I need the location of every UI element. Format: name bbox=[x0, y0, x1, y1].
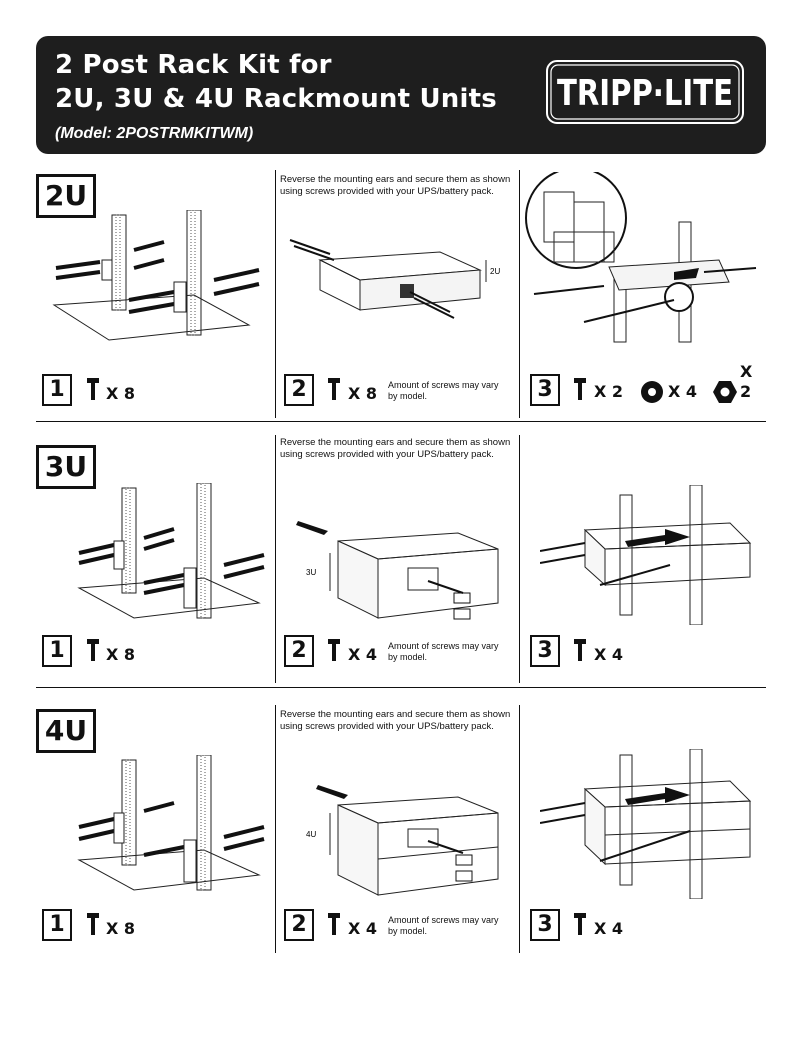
support-url[interactable]: www.tripplite.com/support bbox=[580, 166, 719, 178]
step-3-illustration bbox=[540, 749, 752, 899]
section-2u: 2U Reverse the mounting ears and secure … bbox=[36, 170, 766, 418]
divider bbox=[519, 705, 520, 953]
size-label-4u: 4U bbox=[36, 709, 96, 753]
screw-quantity: X 4 bbox=[348, 645, 378, 664]
screw-quantity: X 2 bbox=[594, 382, 624, 401]
screw-quantity: X 8 bbox=[106, 645, 136, 664]
step-2-instructions: Reverse the mounting ears and secure the… bbox=[280, 437, 511, 460]
screw-quantity: X 8 bbox=[348, 384, 378, 403]
screw-quantity: X 4 bbox=[348, 919, 378, 938]
washer-quantity: X 4 bbox=[668, 382, 698, 401]
section-3u: 3U Reverse the mounting ears and secure … bbox=[36, 435, 766, 683]
screw-icon bbox=[328, 913, 340, 935]
screw-icon bbox=[574, 639, 586, 661]
divider bbox=[519, 170, 520, 418]
screw-icon bbox=[574, 913, 586, 935]
step-3-illustration bbox=[525, 172, 757, 343]
nut-quantity: X 2 bbox=[740, 362, 753, 401]
screw-quantity: X 4 bbox=[594, 645, 624, 664]
divider bbox=[275, 705, 276, 953]
washer-icon bbox=[641, 381, 663, 403]
screw-quantity: X 4 bbox=[594, 919, 624, 938]
screw-icon bbox=[574, 378, 586, 400]
screw-quantity: X 8 bbox=[106, 384, 136, 403]
svg-text:4U: 4U bbox=[306, 830, 316, 839]
section-divider bbox=[36, 687, 766, 688]
step-number: 1 bbox=[42, 374, 72, 406]
step-number: 1 bbox=[42, 909, 72, 941]
divider bbox=[275, 435, 276, 683]
screw-icon bbox=[87, 639, 99, 661]
screw-amount-note: Amount of screws may vary by model. bbox=[388, 380, 499, 401]
document-title: 2 Post Rack Kit for 2U, 3U & 4U Rackmoun… bbox=[55, 48, 497, 116]
screw-quantity: X 8 bbox=[106, 919, 136, 938]
size-label-3u: 3U bbox=[36, 445, 96, 489]
screw-amount-note: Amount of screws may vary by model. bbox=[388, 915, 499, 936]
divider bbox=[275, 170, 276, 418]
screw-icon bbox=[87, 378, 99, 400]
svg-text:2U: 2U bbox=[490, 267, 500, 276]
step-3-illustration bbox=[540, 485, 752, 625]
step-number: 2 bbox=[284, 374, 314, 406]
step-number: 2 bbox=[284, 635, 314, 667]
step-2-instructions: Reverse the mounting ears and secure the… bbox=[280, 709, 511, 732]
step-1-illustration bbox=[77, 483, 265, 619]
svg-text:3U: 3U bbox=[306, 568, 316, 577]
hex-nut-icon bbox=[713, 381, 737, 403]
header-banner: 2 Post Rack Kit for 2U, 3U & 4U Rackmoun… bbox=[36, 36, 766, 178]
step-number: 3 bbox=[530, 635, 560, 667]
step-1-illustration bbox=[77, 755, 265, 891]
size-label-2u: 2U bbox=[36, 174, 96, 218]
title-line-2: 2U, 3U & 4U Rackmount Units bbox=[55, 84, 497, 114]
tripp-lite-logo: TRIPP·LITE bbox=[546, 60, 744, 124]
screw-icon bbox=[328, 378, 340, 400]
title-line-1: 2 Post Rack Kit for bbox=[55, 50, 332, 80]
step-number: 3 bbox=[530, 909, 560, 941]
model-number: (Model: 2POSTRMKITWM) bbox=[55, 125, 254, 142]
step-1-illustration bbox=[52, 210, 260, 341]
section-4u: 4U Reverse the mounting ears and secure … bbox=[36, 705, 766, 953]
screw-amount-note: Amount of screws may vary by model. bbox=[388, 641, 499, 662]
step-2-instructions: Reverse the mounting ears and secure the… bbox=[280, 174, 511, 197]
svg-text:TRIPP·LITE: TRIPP·LITE bbox=[557, 73, 733, 114]
section-divider bbox=[36, 421, 766, 422]
divider bbox=[519, 435, 520, 683]
step-number: 3 bbox=[530, 374, 560, 406]
step-2-illustration: 3U bbox=[296, 521, 499, 620]
step-number: 1 bbox=[42, 635, 72, 667]
step-2-illustration: 4U bbox=[306, 785, 499, 896]
screw-icon bbox=[87, 913, 99, 935]
step-2-illustration: 2U bbox=[289, 239, 500, 319]
screw-icon bbox=[328, 639, 340, 661]
step-number: 2 bbox=[284, 909, 314, 941]
